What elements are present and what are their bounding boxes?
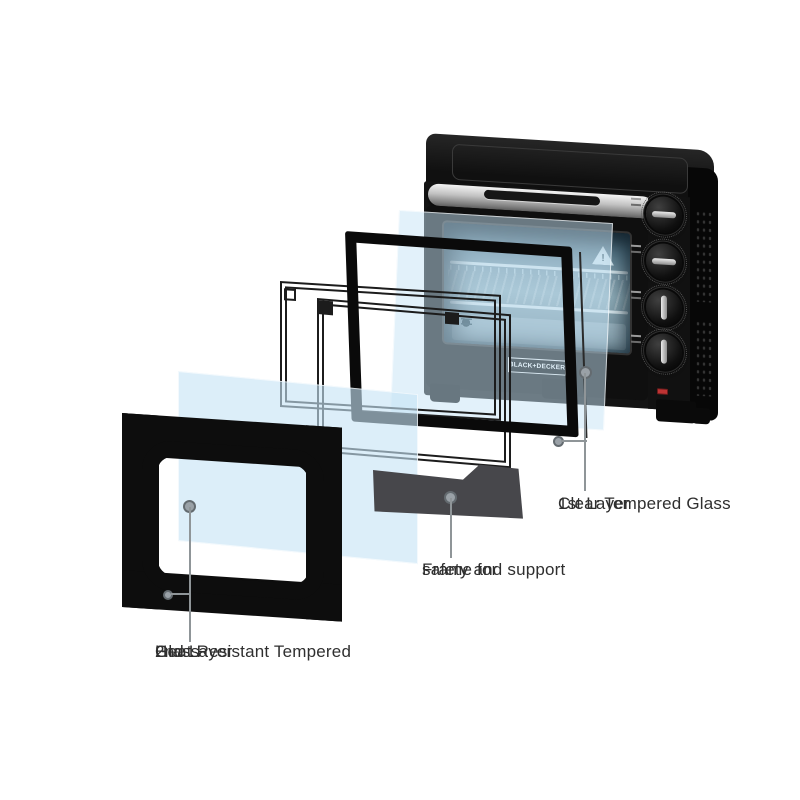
wire-frame-tab: [319, 300, 333, 316]
leader-line-layer1: [584, 373, 586, 491]
leader-line-layer2: [189, 507, 191, 642]
callout-layer2-line2: Heat Resistant Tempered: [155, 642, 352, 661]
oven-foot: [656, 399, 696, 424]
oven-foot: [692, 407, 710, 425]
door-window: [142, 439, 324, 602]
leader-line-layer1-horizontal: [561, 440, 587, 442]
door-outer-panel: [122, 413, 342, 622]
function-knob: [641, 237, 687, 287]
temperature-knob: [641, 190, 687, 240]
callout-frame-line2: safety and support: [422, 560, 566, 579]
timer-knob: [641, 327, 687, 377]
power-indicator-light: [657, 388, 668, 395]
knob-pointer: [661, 339, 667, 364]
callout-frame-line1: Frame for: [422, 560, 498, 579]
knob-label-marks: [631, 197, 641, 207]
wire-frame-bracket: [284, 288, 296, 302]
mode-knob: [641, 283, 687, 333]
knob-pointer: [661, 295, 667, 320]
callout-layer2-line3: Glass: [155, 642, 200, 661]
knob-label-marks: [631, 334, 641, 344]
leader-line-support-frame: [450, 498, 452, 558]
vent-holes-icon: [695, 209, 712, 303]
knob-label-marks: [631, 290, 641, 300]
leader-line-layer2-horizontal: [171, 593, 191, 595]
leader-dot-layer2-panel: [163, 590, 173, 600]
callout-layer1-line1: 1st Layer: [558, 494, 630, 513]
callout-layer2-line1: 2nd Layer: [155, 642, 233, 661]
handle-grip-slot: [484, 189, 600, 206]
oven-side-face: [688, 167, 718, 421]
callout-layer1-line2: Clear Tempered Glass: [558, 494, 731, 513]
knob-label-marks: [631, 244, 641, 254]
vent-holes-icon: [695, 319, 712, 397]
